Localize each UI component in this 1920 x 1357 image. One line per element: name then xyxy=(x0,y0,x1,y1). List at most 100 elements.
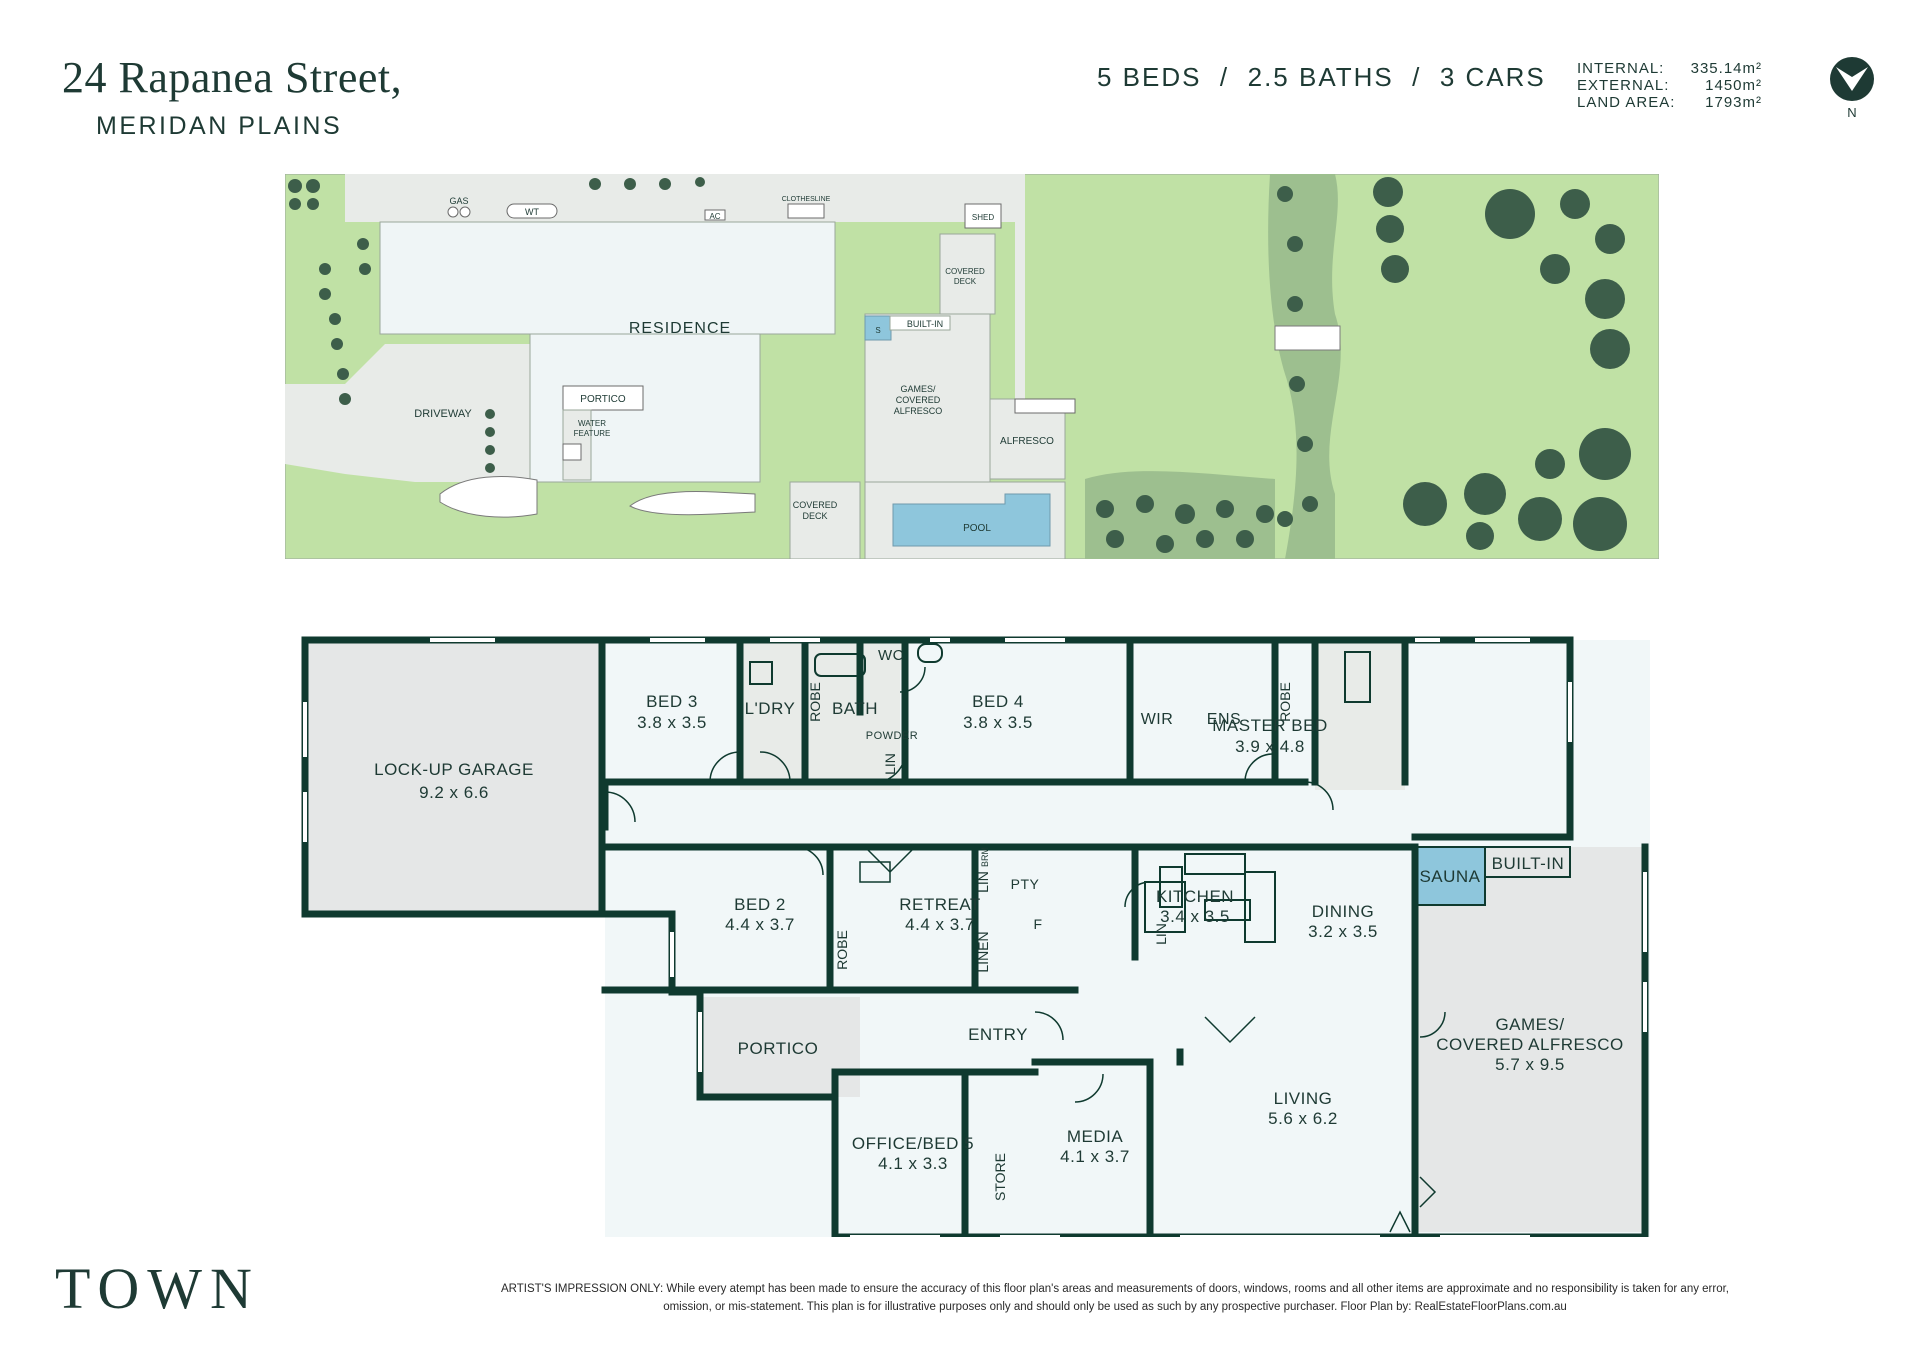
site-label-deck-top-2: DECK xyxy=(954,277,977,286)
site-label-games-2: COVERED xyxy=(896,395,941,405)
room-bed3-name: BED 3 xyxy=(646,692,698,711)
room-entry-name: ENTRY xyxy=(968,1025,1028,1044)
property-stats: 5 BEDS / 2.5 BATHS / 3 CARS xyxy=(1097,62,1546,92)
site-utilities xyxy=(447,203,825,221)
room-kitchen-name: KITCHEN xyxy=(1156,887,1234,906)
room-office-name: OFFICE/BED 5 xyxy=(852,1134,974,1153)
site-covered-deck-top xyxy=(939,233,996,315)
room-bath-name: BATH xyxy=(832,699,878,718)
room-retreat-name: RETREAT xyxy=(899,895,981,914)
site-label-wt: WT xyxy=(525,207,539,217)
site-label-driveway: DRIVEWAY xyxy=(414,408,472,420)
room-sauna-name: SAUNA xyxy=(1419,867,1480,886)
site-plan: RESIDENCE DRIVEWAY PORTICO WATER FEATURE… xyxy=(285,174,1659,559)
room-wc-name: WC xyxy=(878,647,904,664)
room-garage-dims: 9.2 x 6.6 xyxy=(419,783,489,802)
driveway-area xyxy=(285,344,530,482)
site-trees xyxy=(1096,177,1631,553)
brand-logo: TOWN xyxy=(55,1256,260,1321)
room-bed2-dims: 4.4 x 3.7 xyxy=(725,915,795,934)
site-label-water-2: FEATURE xyxy=(574,429,611,438)
north-label: N xyxy=(1847,105,1856,119)
area-label: INTERNAL: xyxy=(1577,60,1665,77)
site-label-deck-bottom-2: DECK xyxy=(802,511,827,521)
area-value: 335.14m² xyxy=(1690,60,1762,77)
area-label: LAND AREA: xyxy=(1577,94,1676,111)
property-address: 24 Rapanea Street, xyxy=(62,53,403,102)
room-store-name: STORE xyxy=(992,1153,1008,1201)
room-media-name: MEDIA xyxy=(1067,1127,1124,1146)
room-office-dims: 4.1 x 3.3 xyxy=(878,1154,948,1173)
room-bed3-dims: 3.8 x 3.5 xyxy=(637,713,707,732)
room-robe3-name: ROBE xyxy=(834,930,850,970)
site-label-ac: AC xyxy=(709,212,720,221)
room-builtin-name: BUILT-IN xyxy=(1492,854,1565,873)
site-label-alfresco: ALFRESCO xyxy=(1000,436,1054,447)
property-suburb: MERIDAN PLAINS xyxy=(96,112,343,140)
room-wir-name: WIR xyxy=(1141,711,1174,728)
room-games-name-1: GAMES/ xyxy=(1495,1015,1564,1034)
site-bridge xyxy=(1274,325,1341,351)
room-bed4-dims: 3.8 x 3.5 xyxy=(963,713,1033,732)
room-ldry-name: L'DRY xyxy=(745,699,796,718)
room-lin3-name: LIN xyxy=(1153,923,1169,945)
room-linen-name: LINEN xyxy=(975,931,991,972)
residence-footprint xyxy=(379,221,836,335)
site-pool xyxy=(892,493,1051,547)
room-dining-dims: 3.2 x 3.5 xyxy=(1308,922,1378,941)
area-row-internal: INTERNAL: 335.14m² xyxy=(1577,60,1762,77)
sauna-floor xyxy=(1415,847,1485,905)
site-label-water-1: WATER xyxy=(578,419,606,428)
area-summary: INTERNAL: 335.14m² EXTERNAL: 1450m² LAND A… xyxy=(1577,60,1762,111)
room-robe2-name: ROBE xyxy=(1277,682,1293,722)
area-row-external: EXTERNAL: 1450m² xyxy=(1577,77,1762,94)
site-label-residence: RESIDENCE xyxy=(629,320,731,337)
site-label-built-in: BUILT-IN xyxy=(907,319,943,329)
site-games-alfresco xyxy=(864,313,991,483)
area-label: EXTERNAL: xyxy=(1577,77,1670,94)
garage-floor xyxy=(305,640,602,914)
site-label-deck-bottom-1: COVERED xyxy=(793,500,838,510)
site-label-deck-top-1: COVERED xyxy=(945,267,985,276)
disclaimer-text: ARTIST'S IMPRESSION ONLY: While every at… xyxy=(500,1283,1729,1313)
room-master-dims: 3.9 x 4.8 xyxy=(1235,737,1305,756)
area-row-land: LAND AREA: 1793m² xyxy=(1577,94,1762,111)
room-living-dims: 5.6 x 6.2 xyxy=(1268,1109,1338,1128)
room-f-name: F xyxy=(1033,916,1042,932)
windows xyxy=(303,638,1647,1237)
site-label-clothesline: CLOTHESLINE xyxy=(782,196,831,203)
site-label-games-3: ALFRESCO xyxy=(894,406,943,416)
room-brm-name: BRM xyxy=(980,847,990,867)
area-value: 1793m² xyxy=(1705,94,1762,111)
games-floor xyxy=(1415,847,1645,1232)
site-covered-deck-bottom xyxy=(789,481,861,559)
floor-plan: LOCK-UP GARAGE 9.2 x 6.6 BED 3 3.8 x 3.5… xyxy=(301,636,1650,1237)
side-path xyxy=(345,174,1025,222)
room-garage-name: LOCK-UP GARAGE xyxy=(374,760,534,779)
north-arrow-icon: N xyxy=(1830,57,1874,119)
site-hedge-left xyxy=(288,177,705,473)
room-games-dims: 5.7 x 9.5 xyxy=(1495,1055,1565,1074)
room-portico-name: PORTICO xyxy=(738,1039,819,1058)
room-ens-name: ENS xyxy=(1207,711,1241,728)
site-garden-path xyxy=(1268,174,1341,559)
site-label-pool: POOL xyxy=(963,523,991,534)
room-dining-name: DINING xyxy=(1312,902,1375,921)
site-boats xyxy=(439,476,756,518)
site-label-portico: PORTICO xyxy=(580,394,626,405)
room-pty-name: PTY xyxy=(1011,876,1040,892)
room-master-name: MASTER BED xyxy=(1212,716,1328,735)
room-lin1-name: LIN xyxy=(882,753,898,775)
room-kitchen-dims: 3.4 x 3.5 xyxy=(1160,907,1230,926)
room-retreat-dims: 4.4 x 3.7 xyxy=(905,915,975,934)
room-lin2-name: LIN xyxy=(975,871,991,893)
site-label-gas: GAS xyxy=(449,196,468,206)
site-portico xyxy=(562,385,644,411)
area-value: 1450m² xyxy=(1705,77,1762,94)
fixtures xyxy=(749,643,1571,943)
site-label-shed: SHED xyxy=(972,213,994,222)
room-bed4-name: BED 4 xyxy=(972,692,1024,711)
room-powder-name: POWDER xyxy=(866,730,919,742)
site-label-games-1: GAMES/ xyxy=(900,384,936,394)
room-living-name: LIVING xyxy=(1274,1089,1333,1108)
